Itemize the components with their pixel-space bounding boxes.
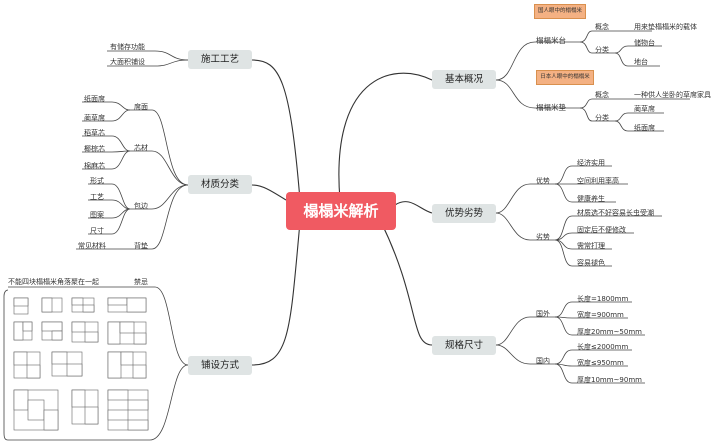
cons-item-3: 需常打理 — [577, 242, 605, 250]
material-mat-1: 纸面席 — [84, 95, 105, 103]
cons-item-1: 材质选不好容易长虫受潮 — [577, 209, 654, 217]
material-edge-label: 包边 — [134, 202, 148, 210]
branch-basic-overview[interactable]: 基本概况 — [432, 70, 496, 89]
mat-concept-label: 概念 — [595, 91, 609, 99]
platform-concept-label: 概念 — [595, 23, 609, 31]
branch-pros-cons[interactable]: 优势劣势 — [432, 204, 496, 223]
platform-class-1: 储物台 — [634, 39, 655, 47]
mat-label: 榻榻米垫 — [536, 103, 566, 112]
pattern-11 — [107, 351, 147, 379]
pros-item-2: 空间利用率高 — [577, 177, 619, 185]
size-foreign-thickness: 厚度20mm~50mm — [577, 328, 642, 336]
pattern-14 — [107, 389, 149, 431]
size-domestic-length: 长度≤2000mm — [577, 343, 629, 351]
material-edge-1: 形式 — [90, 177, 104, 185]
material-edge-4: 尺寸 — [90, 227, 104, 235]
platform-class-2: 地台 — [634, 58, 648, 66]
laying-taboo: 不能四块榻榻米角落聚在一起 — [8, 278, 99, 286]
material-core-3: 棉麻芯 — [84, 162, 105, 170]
material-edge-3: 图案 — [90, 211, 104, 219]
mat-class-2: 纸面席 — [634, 124, 655, 132]
mat-note: 日本人眼中的榻榻米 — [536, 70, 594, 85]
material-edge-2: 工艺 — [90, 193, 104, 201]
pattern-7 — [71, 321, 99, 343]
size-foreign-width: 宽度=900mm — [577, 311, 624, 319]
pattern-2 — [41, 297, 63, 313]
pattern-5 — [13, 321, 33, 341]
pattern-1 — [13, 297, 29, 315]
craft-item-1: 有储存功能 — [110, 43, 145, 51]
size-foreign-label: 国外 — [536, 310, 550, 318]
platform-note: 国人眼中的榻榻米 — [534, 4, 586, 19]
pattern-9 — [13, 351, 41, 379]
pattern-13 — [71, 389, 99, 425]
pros-label: 优势 — [536, 177, 550, 185]
platform-label: 榻榻米台 — [536, 36, 566, 45]
mat-class-label: 分类 — [595, 114, 609, 122]
cons-item-2: 固定后不便修改 — [577, 226, 626, 234]
pattern-6 — [41, 321, 63, 341]
material-core-label: 芯材 — [134, 144, 148, 152]
size-foreign-length: 长度=1800mm — [577, 295, 629, 303]
platform-class-label: 分类 — [595, 46, 609, 54]
material-backing-label: 背垫 — [134, 242, 148, 250]
material-mat-2: 蔺草席 — [84, 114, 105, 122]
pattern-8 — [107, 321, 147, 345]
branch-size-specs[interactable]: 规格尺寸 — [432, 336, 496, 355]
size-domestic-thickness: 厚度10mm~90mm — [577, 376, 642, 384]
branch-materials[interactable]: 材质分类 — [188, 175, 252, 194]
material-backing: 常见材料 — [78, 242, 106, 250]
platform-concept: 用来垫榻榻米的载体 — [634, 23, 697, 31]
pattern-4 — [107, 297, 147, 313]
pattern-3 — [71, 297, 95, 313]
branch-construction[interactable]: 施工工艺 — [188, 50, 252, 69]
center-topic[interactable]: 榻榻米解析 — [286, 192, 396, 230]
mat-concept: 一种供人坐卧的草席家具 — [634, 91, 711, 99]
material-core-2: 椰棕芯 — [84, 145, 105, 153]
pattern-12 — [13, 389, 59, 431]
mat-class-1: 蔺草席 — [634, 105, 655, 113]
size-domestic-width: 宽度≤950mm — [577, 359, 624, 367]
branch-laying-methods[interactable]: 铺设方式 — [188, 356, 252, 375]
pattern-10 — [51, 351, 83, 377]
pros-item-3: 健康养生 — [577, 195, 605, 203]
cons-item-4: 容易褪色 — [577, 259, 605, 267]
pros-item-1: 经济实用 — [577, 159, 605, 167]
size-domestic-label: 国内 — [536, 357, 550, 365]
craft-item-2: 大面积铺设 — [110, 58, 145, 66]
laying-taboo-label: 禁忌 — [134, 278, 148, 286]
material-mat-label: 席面 — [134, 103, 148, 111]
material-core-1: 稻草芯 — [84, 129, 105, 137]
cons-label: 劣势 — [536, 233, 550, 241]
